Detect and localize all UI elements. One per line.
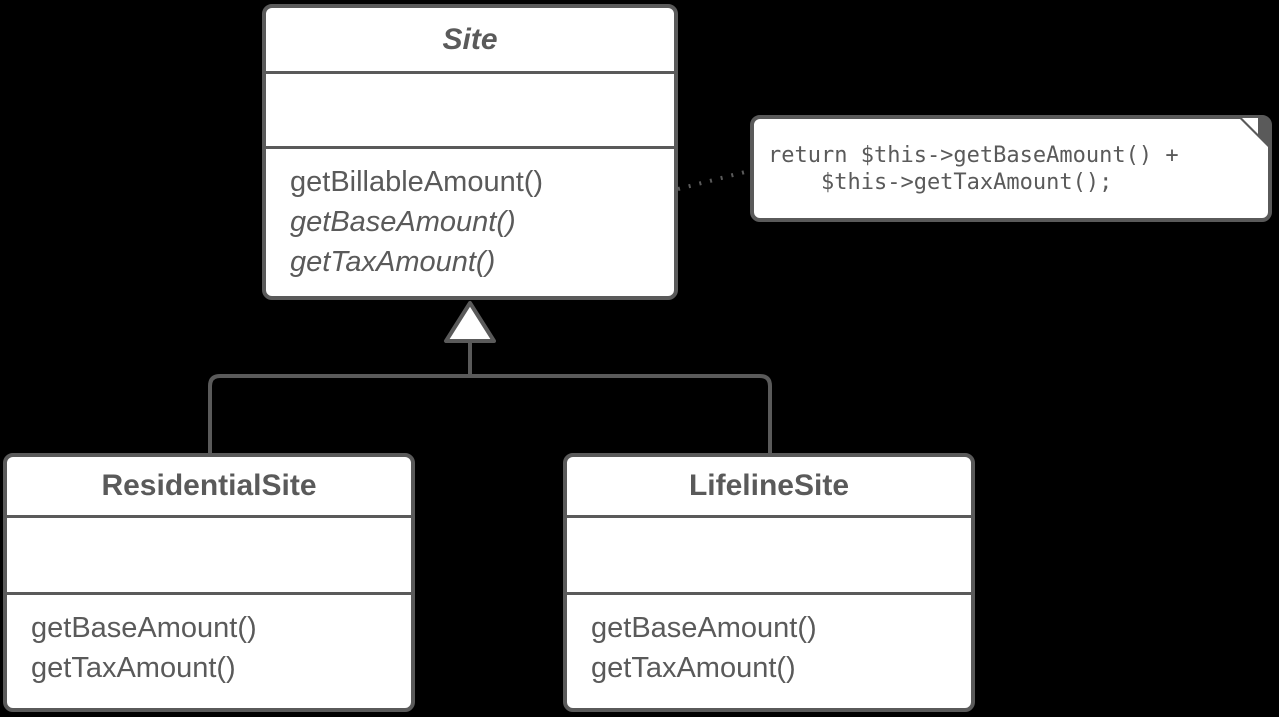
class-box-lifeline-site: LifelineSite getBaseAmount() getTaxAmoun… <box>563 453 975 712</box>
method-item: getBaseAmount() <box>591 612 817 644</box>
class-attributes-compartment <box>266 74 674 149</box>
class-methods-compartment: getBaseAmount() getTaxAmount() <box>7 595 411 708</box>
method-item: getTaxAmount() <box>591 652 796 684</box>
class-title: Site <box>266 8 674 74</box>
class-attributes-compartment <box>7 518 411 595</box>
class-box-site: Site getBillableAmount() getBaseAmount()… <box>262 4 678 300</box>
class-title: ResidentialSite <box>7 457 411 518</box>
generalization-branch-line <box>208 374 772 453</box>
code-note: return $this->getBaseAmount() + $this->g… <box>750 115 1272 222</box>
inheritance-triangle-icon <box>444 301 496 343</box>
method-item: getTaxAmount() <box>31 652 236 684</box>
class-methods-compartment: getBaseAmount() getTaxAmount() <box>567 595 971 708</box>
method-item: getBaseAmount() <box>31 612 257 644</box>
method-item: getTaxAmount() <box>290 246 496 278</box>
class-box-residential-site: ResidentialSite getBaseAmount() getTaxAm… <box>3 453 415 712</box>
class-methods-compartment: getBillableAmount() getBaseAmount() getT… <box>266 149 674 296</box>
class-title: LifelineSite <box>567 457 971 518</box>
note-code-line: return $this->getBaseAmount() + <box>768 142 1179 168</box>
note-connector-line <box>677 169 750 191</box>
method-item: getBillableAmount() <box>290 166 544 198</box>
class-attributes-compartment <box>567 518 971 595</box>
note-fold-corner-icon <box>1238 117 1270 149</box>
method-item: getBaseAmount() <box>290 206 516 238</box>
note-code-line: $this->getTaxAmount(); <box>768 169 1113 195</box>
